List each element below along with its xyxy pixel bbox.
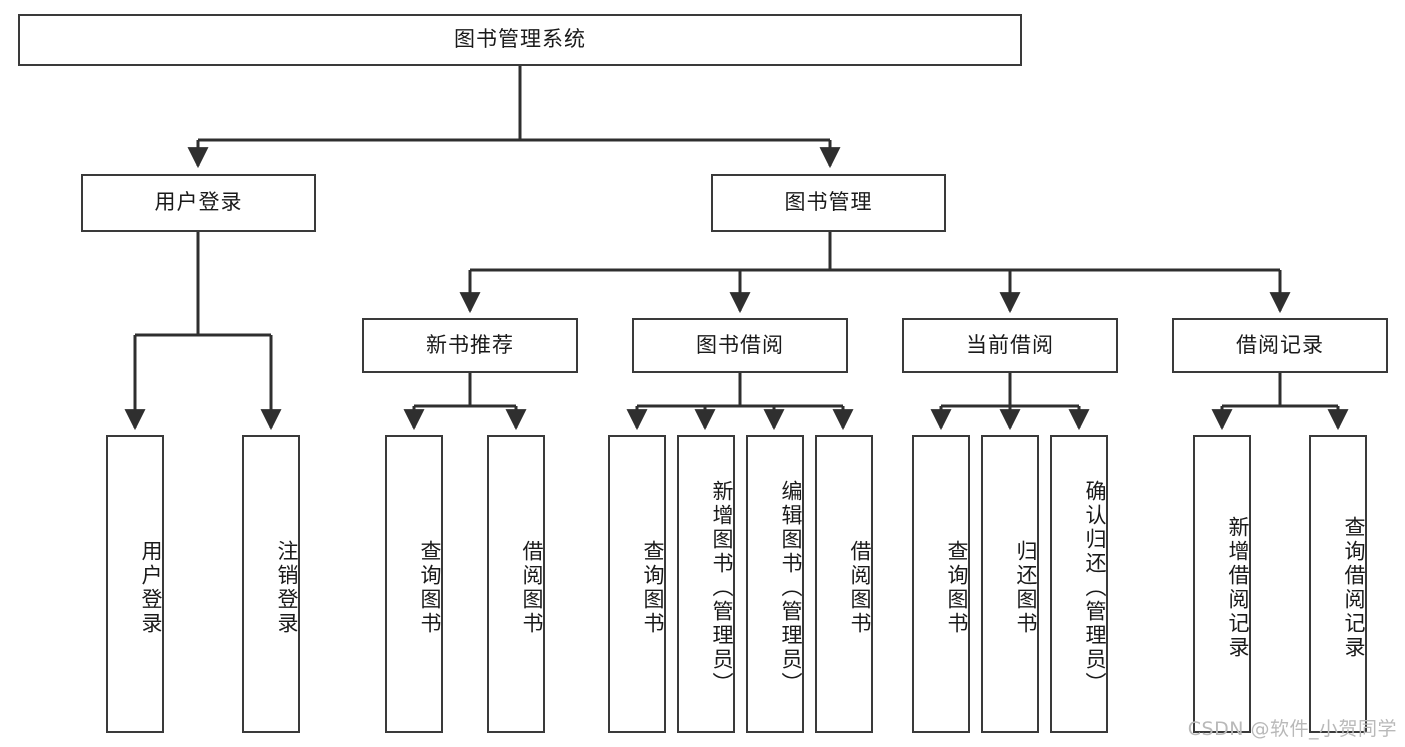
node-new-book-recommend[interactable]: 新书推荐 [362,318,578,373]
node-new-book-recommend-label: 新书推荐 [426,332,514,357]
leaf-record-add-record[interactable]: 新增借阅记录 [1193,435,1251,733]
leaf-borrow-query-book[interactable]: 查询图书 [608,435,666,733]
leaf-label: 用户登录 [139,540,163,636]
node-book-borrow[interactable]: 图书借阅 [632,318,848,373]
leaf-borrow-edit-book[interactable]: 编辑图书（管理员） [746,435,804,733]
leaf-recommend-borrow-book[interactable]: 借阅图书 [487,435,545,733]
leaf-current-query-book[interactable]: 查询图书 [912,435,970,733]
leaf-borrow-borrow-book[interactable]: 借阅图书 [815,435,873,733]
node-book-management-label: 图书管理 [784,190,873,215]
leaf-label: 编辑图书（管理员） [779,480,803,696]
node-user-login-label: 用户登录 [154,190,243,215]
node-borrow-record[interactable]: 借阅记录 [1172,318,1388,373]
leaf-label: 查询图书 [641,540,665,636]
node-root-label: 图书管理系统 [454,27,586,52]
leaf-current-confirm-return[interactable]: 确认归还（管理员） [1050,435,1108,733]
leaf-user-login-login[interactable]: 用户登录 [106,435,164,733]
leaf-label: 新增图书（管理员） [710,480,734,696]
leaf-borrow-add-book[interactable]: 新增图书（管理员） [677,435,735,733]
node-user-login[interactable]: 用户登录 [81,174,316,232]
leaf-record-query-record[interactable]: 查询借阅记录 [1309,435,1367,733]
node-book-management[interactable]: 图书管理 [711,174,946,232]
leaf-label: 新增借阅记录 [1226,516,1250,660]
leaf-current-return-book[interactable]: 归还图书 [981,435,1039,733]
node-current-borrow[interactable]: 当前借阅 [902,318,1118,373]
leaf-label: 注销登录 [275,540,299,636]
leaf-label: 确认归还（管理员） [1083,480,1107,696]
leaf-label: 查询借阅记录 [1342,516,1366,660]
watermark: CSDN @软件_小贺同学 [1187,718,1397,740]
leaf-label: 借阅图书 [848,540,872,636]
leaf-label: 查询图书 [418,540,442,636]
node-root[interactable]: 图书管理系统 [18,14,1022,66]
node-current-borrow-label: 当前借阅 [966,332,1054,357]
leaf-user-login-logout[interactable]: 注销登录 [242,435,300,733]
leaf-label: 借阅图书 [520,540,544,636]
node-borrow-record-label: 借阅记录 [1236,332,1324,357]
leaf-recommend-query-book[interactable]: 查询图书 [385,435,443,733]
node-book-borrow-label: 图书借阅 [696,332,784,357]
leaf-label: 归还图书 [1014,540,1038,636]
leaf-label: 查询图书 [945,540,969,636]
